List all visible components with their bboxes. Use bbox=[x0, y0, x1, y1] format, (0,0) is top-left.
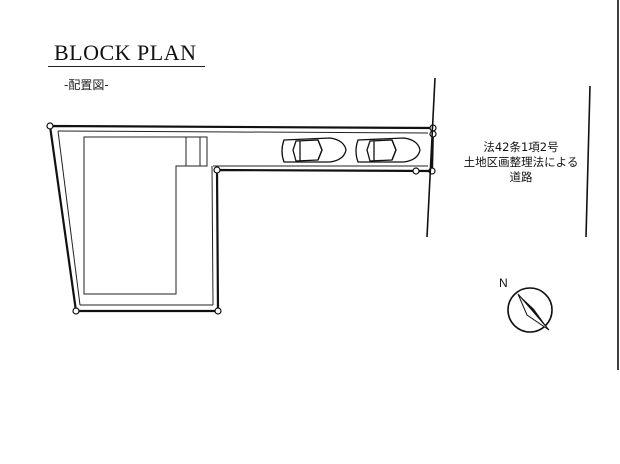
north-label: N bbox=[499, 276, 508, 290]
parking-car-icon bbox=[281, 137, 347, 163]
boundary-marker bbox=[46, 122, 54, 130]
lot-inner-line bbox=[211, 165, 214, 306]
lot-inner-line bbox=[57, 130, 81, 306]
road-edge-line bbox=[585, 85, 591, 238]
plan-title: BLOCK PLAN bbox=[54, 40, 197, 65]
road-label-line: 道路 bbox=[509, 170, 533, 184]
road-label: 法42条1項2号 土地区画整理法による 道路 bbox=[455, 140, 587, 185]
boundary-marker bbox=[412, 167, 420, 175]
road-label-line: 土地区画整理法による bbox=[463, 155, 579, 169]
road-label-line: 法42条1項2号 bbox=[483, 140, 559, 154]
lot-inner-line bbox=[57, 130, 429, 134]
title-underline bbox=[48, 66, 205, 67]
plan-subtitle: -配置図- bbox=[64, 78, 109, 92]
parking-car-icon bbox=[355, 137, 421, 163]
road-edge-line bbox=[426, 77, 436, 238]
north-arrow-icon bbox=[507, 287, 553, 333]
boundary-marker bbox=[72, 307, 80, 315]
boundary-marker bbox=[214, 307, 222, 315]
building-footprint-outline bbox=[83, 136, 208, 295]
boundary-marker bbox=[213, 166, 221, 174]
